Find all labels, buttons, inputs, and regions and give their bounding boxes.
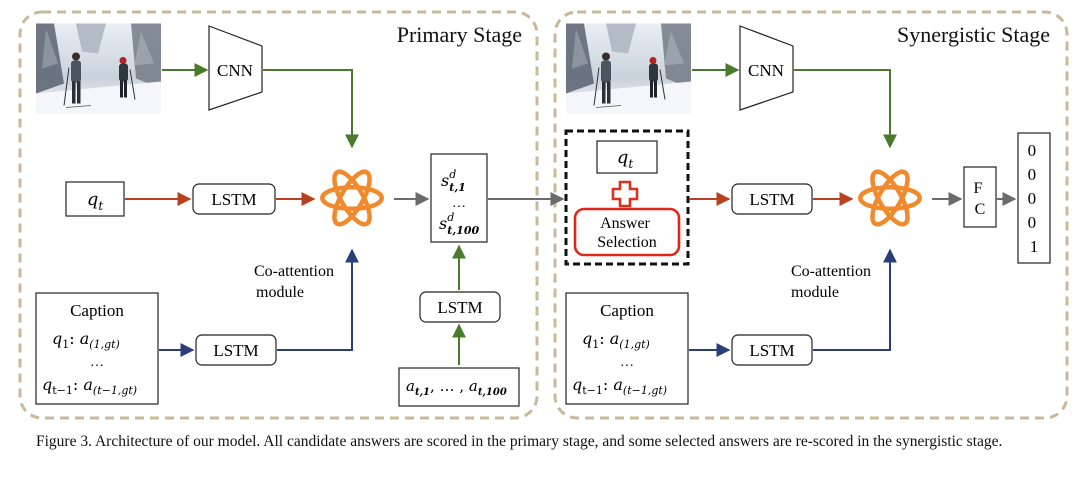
cnn-label-synergistic: CNN	[748, 61, 784, 80]
caption-line-2: qt−1: a(t−1,gt)	[42, 375, 137, 397]
atom-icon-synergistic	[860, 167, 919, 229]
skier-photo-synergistic	[566, 22, 691, 115]
caption-title-synergistic: Caption	[600, 301, 654, 320]
output-vector	[1017, 132, 1051, 264]
answers-box	[398, 367, 520, 407]
lstm-question-label: LSTM	[211, 190, 256, 209]
cnn-to-atom-arrow	[263, 69, 359, 149]
coattention-label: Co-attention module	[254, 263, 338, 301]
question-box-synergistic	[596, 140, 658, 174]
atom-icon	[322, 167, 381, 229]
score-ellipsis: …	[452, 196, 466, 211]
skier-photo	[36, 22, 161, 115]
fc-block	[963, 166, 997, 228]
synergistic-stage-container	[553, 10, 1069, 420]
primary-stage-title: Primary Stage	[397, 22, 522, 47]
lstm-question-block-synergistic	[731, 183, 813, 215]
question-label-synergistic: qt	[617, 147, 634, 171]
answer-selection-box	[573, 207, 681, 257]
lstm-question-label-synergistic: LSTM	[749, 190, 794, 209]
lstm-caption-to-atom-arrow-synergistic	[813, 248, 897, 351]
caption-line-1: q1: a(1,gt)	[52, 329, 120, 351]
caption-ellipsis-synergistic: …	[620, 355, 634, 370]
caption-box	[35, 292, 159, 405]
question-label: qt	[87, 189, 104, 213]
plus-icon	[611, 180, 639, 208]
primary-stage-container	[18, 10, 539, 420]
lstm-answers-label: LSTM	[437, 298, 482, 317]
coattention-label-synergistic: Co-attention module	[791, 263, 875, 301]
answer-selection-label: Answer Selection	[597, 215, 657, 251]
synergistic-stage-title: Synergistic Stage	[897, 22, 1050, 47]
cnn-to-atom-arrow-synergistic	[794, 69, 897, 149]
output-values: 0 0 0 0 1	[1028, 141, 1041, 256]
cnn-label: CNN	[217, 61, 253, 80]
lstm-question-block	[192, 183, 276, 215]
answers-label: at,1, … , at,100	[406, 377, 507, 398]
lstm-caption-block	[195, 334, 277, 366]
caption-box-synergistic	[565, 292, 689, 405]
caption-title: Caption	[70, 301, 124, 320]
caption-line-1-synergistic: q1: a(1,gt)	[582, 329, 650, 351]
lstm-answers-block	[419, 291, 501, 323]
fc-label: F C	[974, 180, 987, 218]
lstm-caption-block-synergistic	[731, 334, 813, 366]
lstm-caption-label: LSTM	[213, 341, 258, 360]
question-box	[65, 181, 125, 217]
caption-line-2-synergistic: qt−1: a(t−1,gt)	[572, 375, 667, 397]
lstm-caption-label-synergistic: LSTM	[749, 341, 794, 360]
lstm-caption-to-atom-arrow	[277, 248, 359, 351]
answer-selection-group	[564, 129, 690, 266]
figure-caption: Figure 3. Architecture of our model. All…	[36, 433, 1003, 450]
cnn-block	[208, 25, 263, 111]
caption-ellipsis: …	[90, 355, 104, 370]
scores-box	[430, 153, 488, 243]
cnn-block-synergistic	[739, 25, 794, 111]
